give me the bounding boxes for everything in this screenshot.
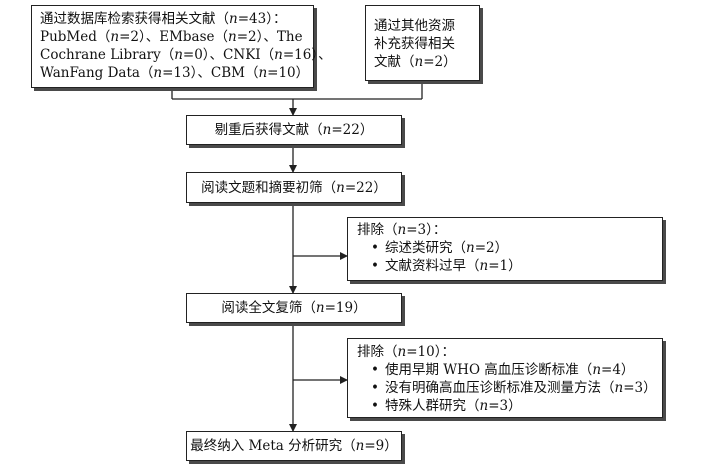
- database-search-line-4: WanFang Data（n=13）、CBM（n=10）: [40, 65, 310, 81]
- exclusion-2-item: 特殊人群研究（n=3）: [357, 397, 662, 415]
- deduplicated-label: 剔重后获得文献（n=22）: [214, 122, 374, 138]
- other-sources-line-2: 补充获得相关: [374, 36, 455, 52]
- title-abstract-screen-box: 阅读文题和摘要初筛（n=22）: [186, 172, 402, 203]
- exclusion-1-box: 排除（n=3）： 综述类研究（n=2） 文献资料过早（n=1）: [347, 217, 663, 281]
- final-included-box: 最终纳入 Meta 分析研究（n=9）: [186, 431, 402, 461]
- database-search-line-1: 通过数据库检索获得相关文献（n=43）：: [40, 11, 287, 27]
- exclusion-2-heading: 排除（n=10）：: [357, 344, 455, 360]
- title-abstract-screen-label: 阅读文题和摘要初筛（n=22）: [201, 179, 387, 196]
- other-sources-box: 通过其他资源 补充获得相关 文献（n=2）: [365, 5, 480, 81]
- exclusion-2-item: 使用早期 WHO 高血压诊断标准（n=4）: [357, 361, 662, 379]
- other-sources-line-3: 文献（n=2）: [374, 54, 457, 70]
- deduplicated-box: 剔重后获得文献（n=22）: [186, 115, 402, 145]
- database-search-line-2: PubMed（n=2）、EMbase（n=2）、The: [40, 29, 303, 45]
- exclusion-1-item: 综述类研究（n=2）: [357, 239, 662, 257]
- exclusion-1-item: 文献资料过早（n=1）: [357, 257, 662, 275]
- fulltext-screen-box: 阅读全文复筛（n=19）: [186, 293, 402, 323]
- exclusion-2-item: 没有明确高血压诊断标准及测量方法（n=3）: [357, 379, 662, 397]
- database-search-line-3: Cochrane Library（n=0）、CNKI（n=16）、: [40, 47, 332, 63]
- final-included-label: 最终纳入 Meta 分析研究（n=9）: [190, 438, 398, 454]
- fulltext-screen-label: 阅读全文复筛（n=19）: [221, 300, 367, 316]
- other-sources-line-1: 通过其他资源: [374, 18, 455, 34]
- exclusion-1-heading: 排除（n=3）：: [357, 222, 447, 238]
- exclusion-2-box: 排除（n=10）： 使用早期 WHO 高血压诊断标准（n=4） 没有明确高血压诊…: [347, 338, 663, 418]
- database-search-box: 通过数据库检索获得相关文献（n=43）： PubMed（n=2）、EMbase（…: [31, 5, 332, 88]
